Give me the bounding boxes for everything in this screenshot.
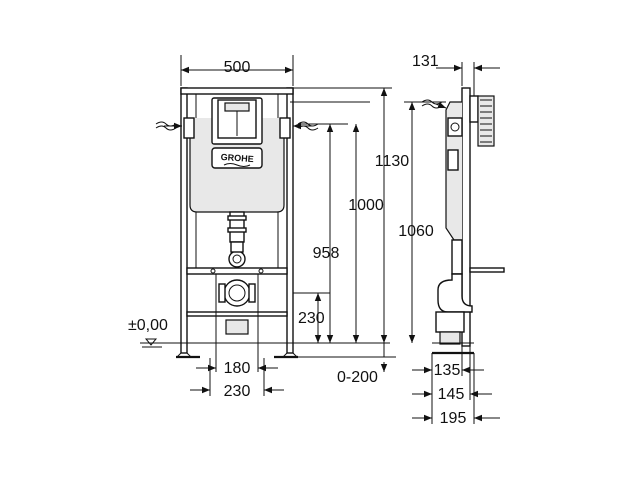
left-mount-bracket [183,117,195,139]
front-view: GROHE [140,87,390,360]
side-bolt-bracket [469,267,505,273]
dim-958-label: 958 [313,245,340,262]
logo-badge [211,147,263,169]
side-water-inlet-icon [421,99,443,109]
front-dimensions: 500 230 958 1000 1130 ±0,00 0-200 180 [128,55,409,400]
top-frame-rail [180,87,294,95]
side-flush-pipe [451,239,463,275]
dim-side-131-label: 131 [412,53,439,70]
lower-frame-rail [186,311,288,317]
dim-1130-label: 1130 [375,153,410,170]
dim-side-135-label: 135 [434,362,461,379]
dim-bottom-230-label: 230 [224,383,251,400]
side-drain-bend [437,273,473,313]
flush-pipe-outlet [228,250,246,268]
side-dimensions: 131 1060 135 145 195 [398,53,500,427]
brand-logo-text: GROHE [220,152,254,164]
dim-side-1060-label: 1060 [398,223,434,240]
dim-side-145-label: 145 [438,386,465,403]
dim-bottom-180-label: 180 [224,360,251,377]
dim-adjust-label: 0-200 [337,369,378,386]
dim-230-label: 230 [298,310,325,327]
drain-bracket [225,319,249,335]
drain-pipe [223,279,251,307]
dim-floor-level-label: ±0,00 [128,317,168,334]
side-view [421,87,505,355]
right-mount-bracket [279,117,291,139]
dim-1000-label: 1000 [348,197,384,214]
dim-side-195-label: 195 [440,410,467,427]
floor-level-symbol [144,338,158,346]
dim-width-label: 500 [224,59,251,76]
middle-frame-rail [186,267,288,275]
side-flush-actuator [477,95,495,147]
